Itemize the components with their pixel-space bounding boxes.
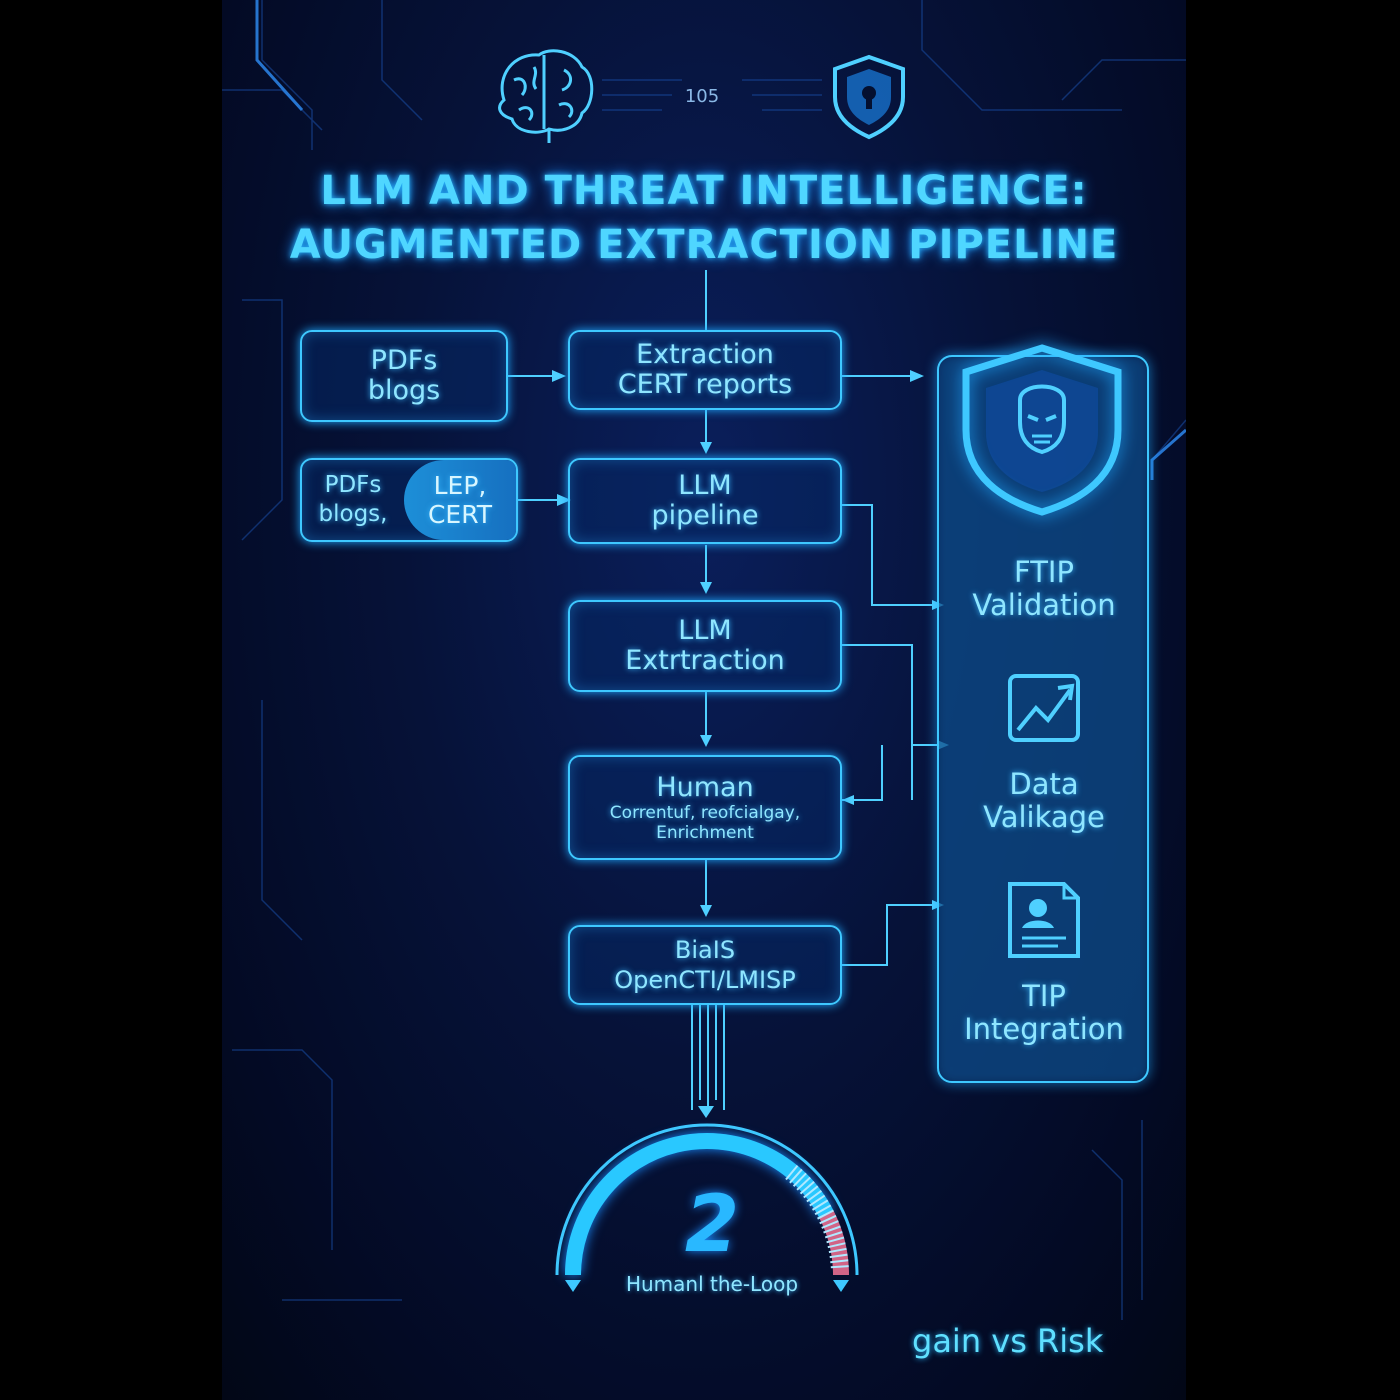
- sidebar-panel: [937, 355, 1149, 1083]
- gauge-tick: [809, 1194, 826, 1207]
- gauge-tick: [796, 1176, 811, 1191]
- gauge-tick: [806, 1189, 822, 1203]
- source-box-2[interactable]: PDFs blogs, LEP, CERT: [300, 458, 518, 542]
- chart-icon: [1008, 674, 1080, 742]
- source-2-left: PDFs blogs,: [302, 471, 404, 529]
- gauge-tick: [785, 1164, 799, 1181]
- step-extraction[interactable]: Extraction CERT reports: [568, 330, 842, 410]
- source-1-line-1: PDFs: [370, 345, 438, 376]
- sidebar-item-3-line-1: TIP: [1022, 979, 1066, 1013]
- source-box-1[interactable]: PDFs blogs: [300, 330, 508, 422]
- sidebar-item-1-line-1: FTIP: [1014, 555, 1074, 589]
- document-user-icon: [1008, 882, 1080, 958]
- step-5-line-2: OpenCTI/LMISP: [614, 966, 796, 994]
- source-2-right-line-1: LEP,: [433, 471, 487, 500]
- step-4-line-2: Correntuf, reofcialgay,: [609, 802, 801, 823]
- step-5-line-1: BiaIS: [674, 936, 736, 964]
- step-llm-extraction[interactable]: LLM Extrtraction: [568, 600, 842, 692]
- gauge-tick: [792, 1172, 807, 1187]
- brain-icon: [498, 49, 594, 143]
- sidebar-item-2-line-2: Valikage: [983, 800, 1105, 834]
- gauge-value: 2: [684, 1180, 740, 1270]
- shield-lock-icon: [833, 54, 905, 140]
- sidebar-item-data[interactable]: Data Valikage: [944, 768, 1144, 834]
- gauge-tick: [799, 1181, 815, 1195]
- title-line-2: AUGMENTED EXTRACTION PIPELINE: [289, 222, 1119, 268]
- counter-label: 105: [684, 86, 720, 107]
- sidebar-item-2-line-1: Data: [1009, 767, 1079, 801]
- gauge-tick: [826, 1236, 845, 1244]
- circuit-background: [222, 0, 1186, 1320]
- sidebar-item-3-line-2: Integration: [964, 1012, 1124, 1046]
- step-1-line-1: Extraction: [636, 339, 774, 370]
- gauge-tick: [819, 1214, 837, 1225]
- gauge-tick: [811, 1199, 829, 1211]
- sidebar-item-validation[interactable]: FTIP Validation: [944, 556, 1144, 622]
- source-2-left-line-1: PDFs: [324, 472, 382, 498]
- gauge-tick: [829, 1253, 848, 1259]
- step-3-line-1: LLM: [678, 615, 732, 646]
- gauge-tick: [817, 1209, 834, 1220]
- gauge: [555, 1123, 859, 1292]
- gauge-tick: [828, 1247, 847, 1254]
- step-3-line-2: Extrtraction: [625, 645, 785, 676]
- step-1-line-2: CERT reports: [617, 369, 793, 400]
- source-2-left-line-2: blogs,: [318, 501, 388, 527]
- gauge-tick: [823, 1225, 841, 1234]
- gauge-tick: [830, 1265, 849, 1269]
- gauge-tick: [814, 1204, 832, 1216]
- gauge-label: Humanl the-Loop: [625, 1272, 799, 1296]
- step-4-line-1: Human: [656, 771, 754, 803]
- step-llm-pipeline[interactable]: LLM pipeline: [568, 458, 842, 544]
- sidebar-item-1-line-2: Validation: [972, 588, 1116, 622]
- poster: 105 LLM AND THREAT INTELLIGENCE: AUGMENT…: [222, 0, 1186, 1400]
- gauge-tick: [824, 1231, 843, 1239]
- gauge-tick: [789, 1168, 803, 1184]
- gauge-tick: [830, 1259, 849, 1264]
- footer-tagline: gain vs Risk: [912, 1322, 1104, 1360]
- source-1-line-2: blogs: [367, 375, 441, 406]
- step-opencti[interactable]: BiaIS OpenCTI/LMISP: [568, 925, 842, 1005]
- source-2-right-line-2: CERT: [427, 500, 493, 529]
- source-2-highlight: LEP, CERT: [404, 460, 516, 540]
- gauge-tick: [803, 1185, 819, 1199]
- gauge-tick: [821, 1220, 839, 1229]
- step-2-line-2: pipeline: [651, 500, 759, 531]
- step-human[interactable]: Human Correntuf, reofcialgay, Enrichment: [568, 755, 842, 860]
- step-2-line-1: LLM: [678, 470, 732, 501]
- gauge-tick: [827, 1242, 846, 1249]
- sidebar-item-integration[interactable]: TIP Integration: [944, 980, 1144, 1046]
- title-line-1: LLM AND THREAT INTELLIGENCE:: [320, 168, 1088, 214]
- shield-skull-icon: [962, 344, 1122, 516]
- step-4-line-3: Enrichment: [656, 822, 754, 843]
